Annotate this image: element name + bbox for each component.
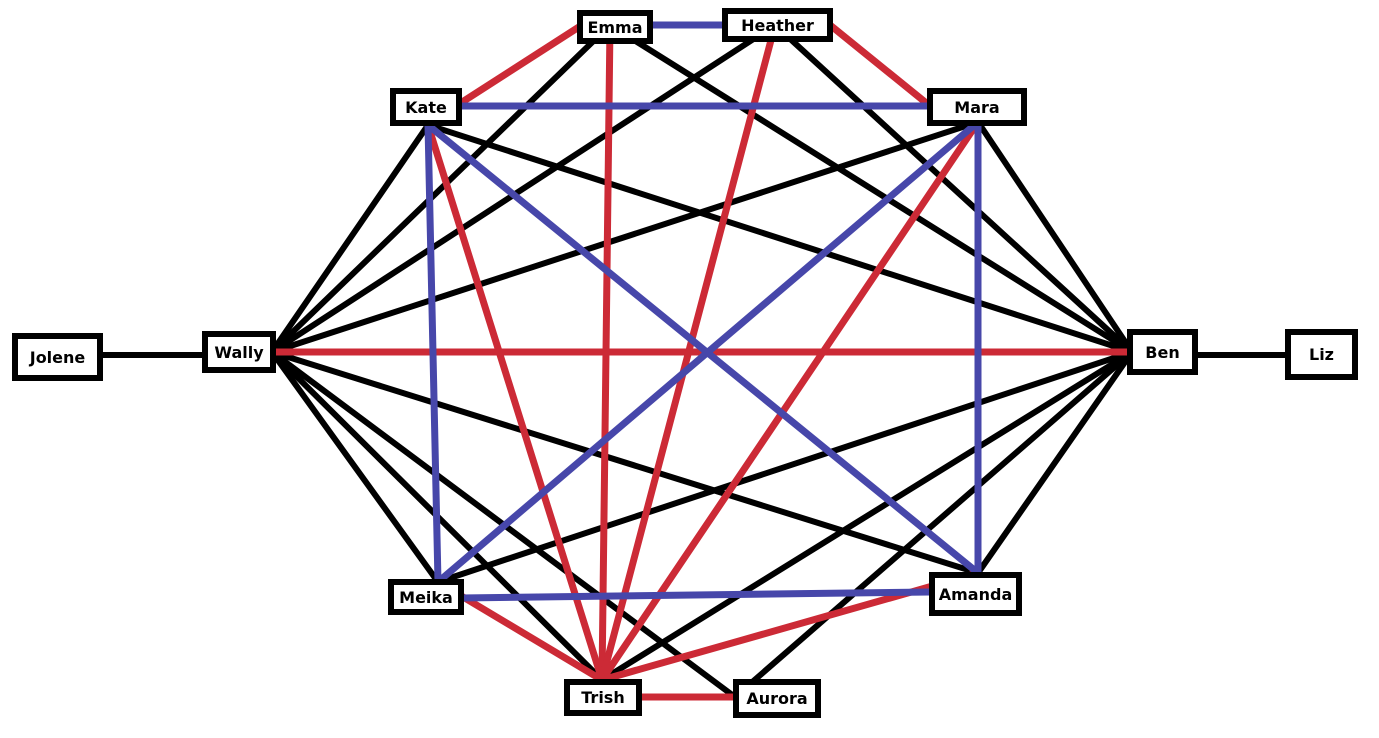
- node-liz[interactable]: Liz: [1285, 329, 1358, 380]
- node-aurora[interactable]: Aurora: [733, 679, 821, 718]
- edge-ben-mara: [975, 119, 1135, 355]
- node-kate[interactable]: Kate: [390, 88, 462, 126]
- edge-heather-trish: [598, 21, 779, 684]
- node-mara[interactable]: Mara: [927, 88, 1027, 126]
- node-heather[interactable]: Heather: [722, 8, 833, 42]
- node-trish[interactable]: Trish: [564, 679, 642, 716]
- edge-mara-trish: [598, 118, 982, 684]
- node-wally[interactable]: Wally: [202, 331, 276, 373]
- edge-wally-amanda: [269, 349, 981, 576]
- edge-kate-trish: [424, 121, 606, 684]
- node-emma[interactable]: Emma: [577, 10, 653, 44]
- edge-wally-mara: [269, 119, 981, 355]
- edge-wally-meika: [269, 349, 441, 585]
- edge-emma-trish: [598, 21, 614, 684]
- edge-wally-emma: [269, 22, 613, 355]
- edge-ben-aurora: [732, 349, 1135, 700]
- edge-ben-trish: [599, 349, 1135, 683]
- edge-ben-emma: [607, 22, 1135, 355]
- node-ben[interactable]: Ben: [1127, 329, 1198, 375]
- node-jolene[interactable]: Jolene: [12, 333, 103, 381]
- edge-heather-mara: [826, 21, 934, 110]
- edges-layer: [100, 21, 1290, 701]
- edge-kate-meika: [424, 121, 442, 586]
- edge-kate-emma: [452, 21, 586, 110]
- edge-wally-heather: [269, 22, 778, 355]
- edge-ben-heather: [772, 22, 1135, 355]
- node-meika[interactable]: Meika: [388, 579, 464, 615]
- edge-ben-meika: [435, 349, 1135, 585]
- edge-wally-kate: [269, 122, 431, 355]
- edge-ben-amanda: [975, 349, 1135, 576]
- edge-mara-meika: [434, 118, 982, 586]
- edge-ben-kate: [425, 122, 1135, 355]
- edge-meika-amanda: [456, 588, 934, 602]
- node-amanda[interactable]: Amanda: [929, 572, 1022, 616]
- edge-kate-amanda: [424, 121, 982, 577]
